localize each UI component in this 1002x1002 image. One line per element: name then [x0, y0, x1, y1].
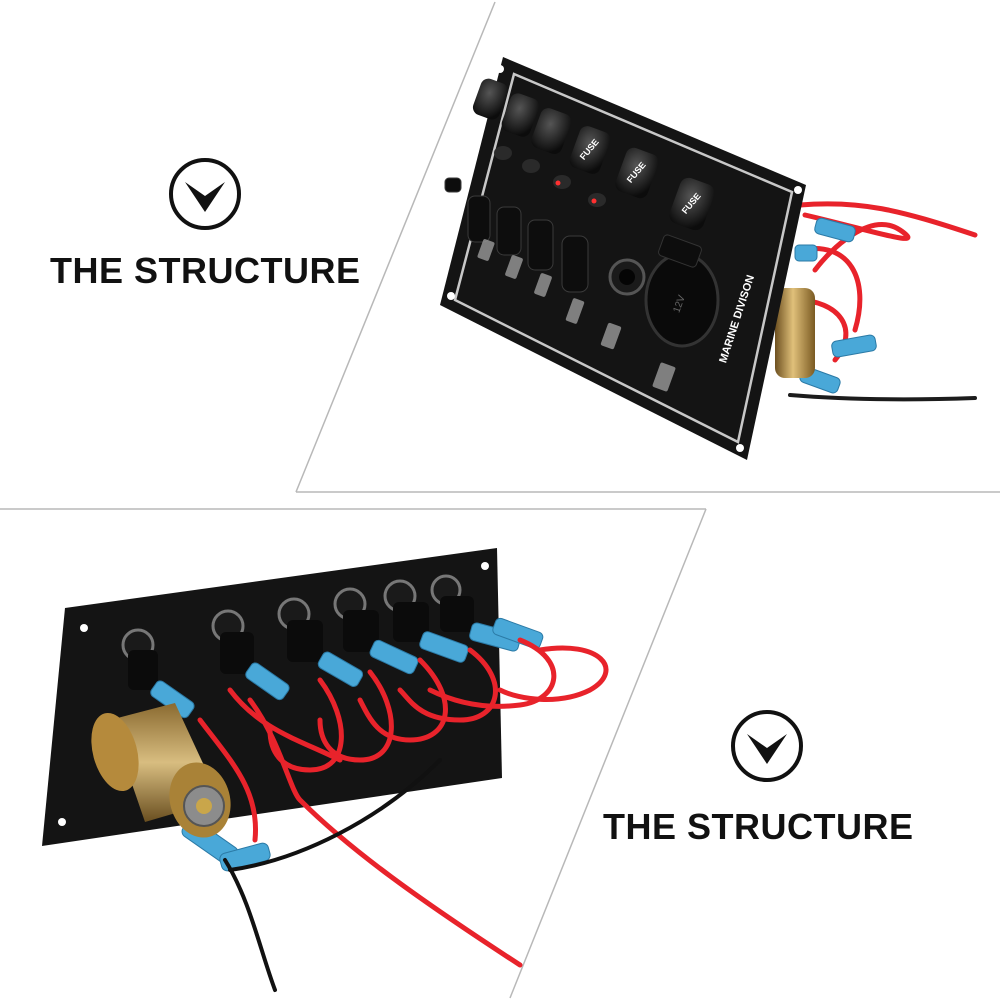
black-wires [223, 758, 442, 992]
switch-bodies [121, 574, 474, 690]
blue-connectors [150, 617, 544, 872]
mounting-holes [447, 65, 802, 452]
indicator-leds [494, 146, 606, 207]
mounting-holes [58, 562, 489, 826]
red-wires [197, 637, 609, 968]
top-photo-frame [295, 1, 1000, 493]
blue-connectors [794, 217, 877, 394]
socket-cylinder [91, 703, 231, 838]
switch-label-windows [477, 239, 676, 392]
fuse-holders: FUSE FUSE FUSE [472, 78, 715, 231]
bottom-photo-frame [0, 508, 707, 999]
chevron-down-circle-icon [169, 158, 241, 230]
switch-panel-rear [42, 548, 609, 992]
section-caption: THE STRUCTURE [603, 806, 914, 847]
switch-panel-front: FUSE FUSE FUSE [440, 57, 978, 460]
socket-cylinder [775, 288, 815, 378]
power-socket: 12V [644, 234, 720, 348]
section-caption: THE STRUCTURE [50, 250, 361, 291]
toggle-switches [444, 177, 589, 293]
chevron-down-circle-icon [731, 710, 803, 782]
